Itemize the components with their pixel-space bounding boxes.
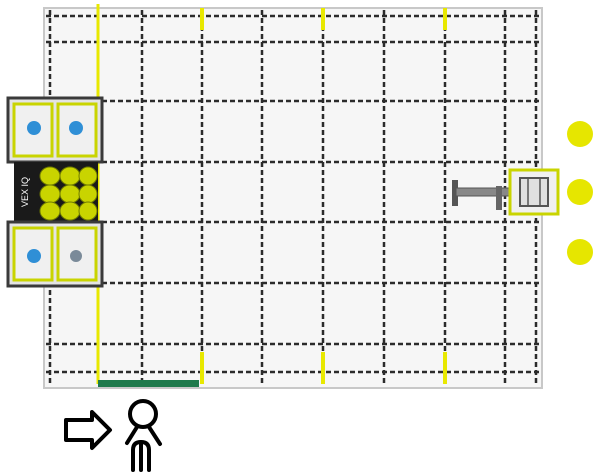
gray-peg — [70, 250, 82, 262]
tower-structure: VEX IQ — [8, 98, 102, 286]
ball-rack — [40, 167, 97, 220]
blue-peg — [27, 249, 41, 263]
field-floor — [44, 8, 542, 388]
logo-text: VEX IQ — [20, 177, 30, 207]
ball — [567, 239, 593, 265]
outside-balls — [567, 121, 593, 265]
ball — [567, 179, 593, 205]
blue-peg — [69, 121, 83, 135]
blue-peg — [27, 121, 41, 135]
starting-zone-bar — [98, 380, 199, 387]
stick-figure-icon — [127, 401, 160, 470]
right-arrow-icon — [66, 412, 110, 448]
ball — [567, 121, 593, 147]
